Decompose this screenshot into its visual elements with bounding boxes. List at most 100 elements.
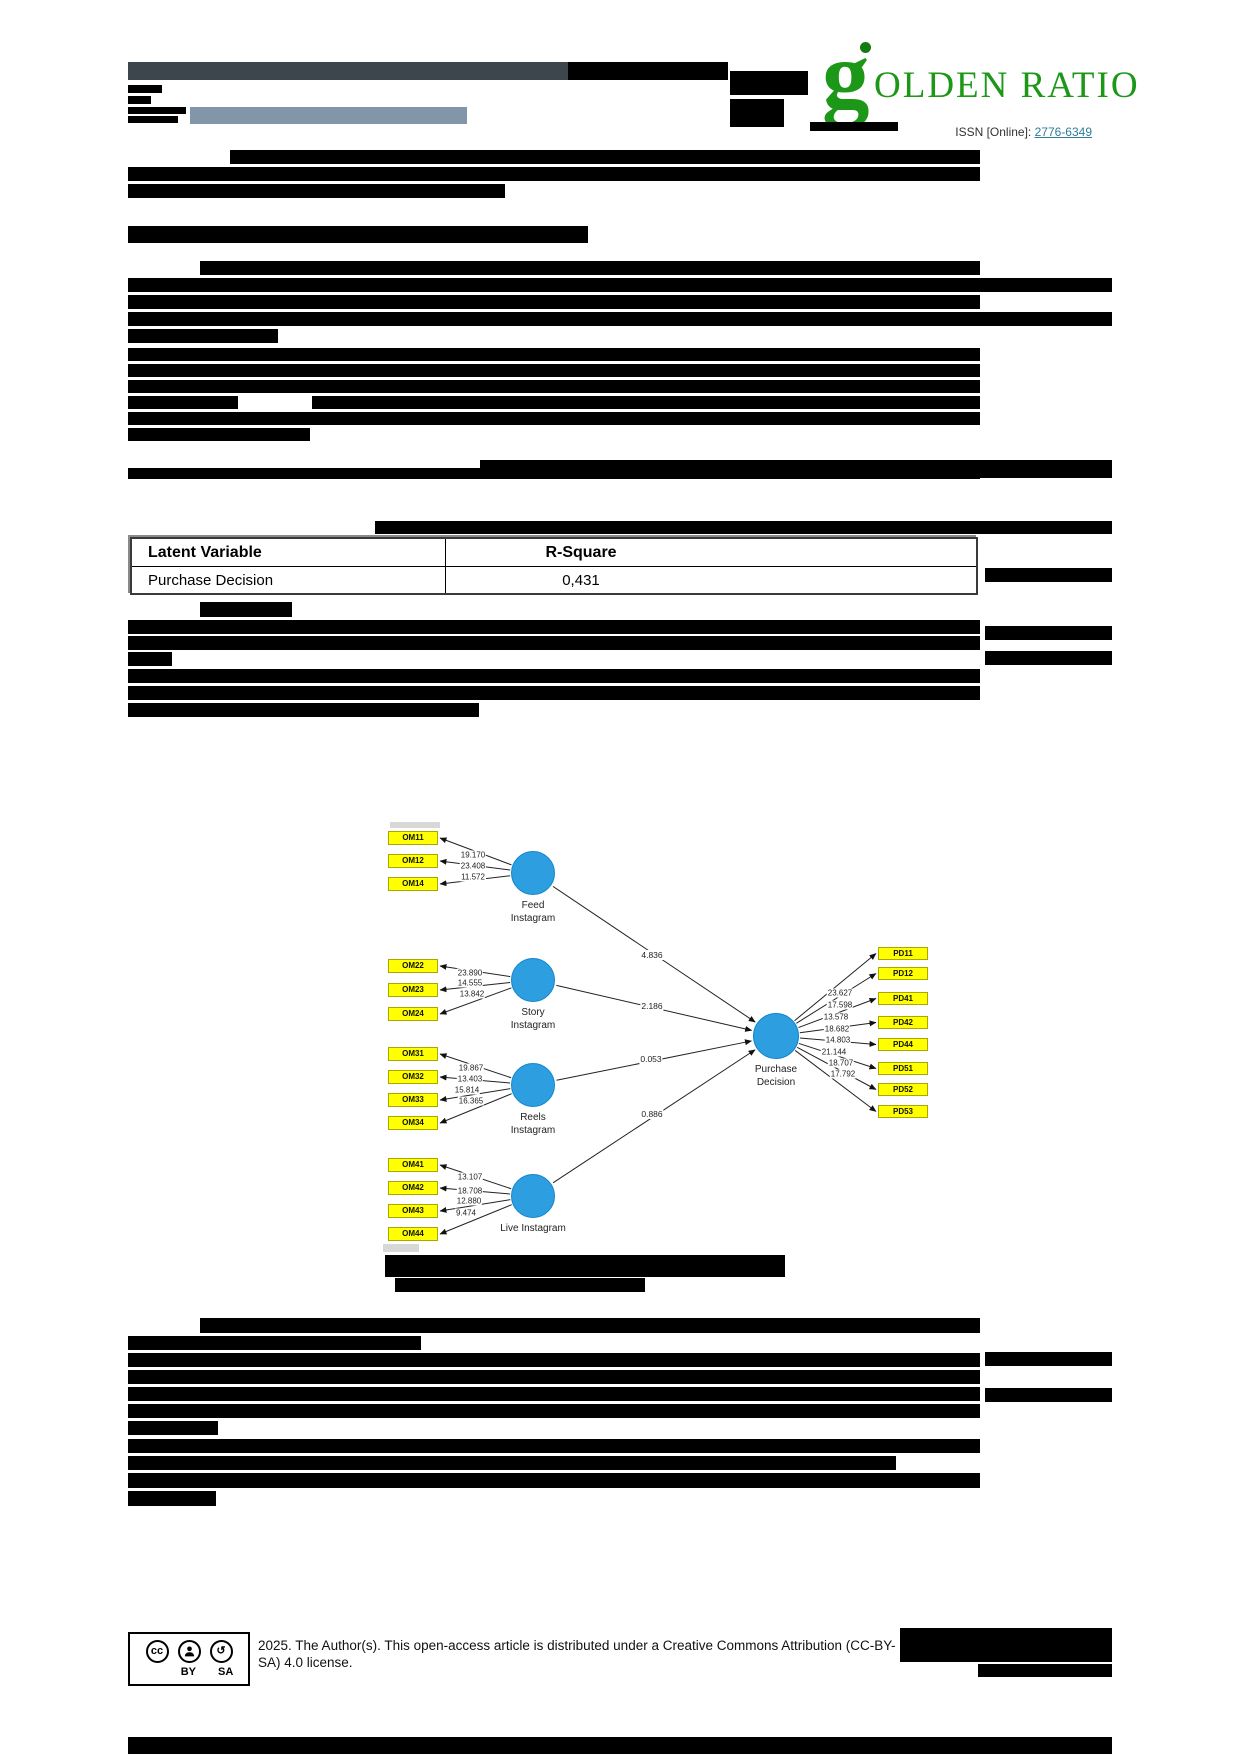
redaction-bar <box>978 1664 1112 1677</box>
path-arrow <box>439 1185 511 1195</box>
path-arrow <box>552 885 756 1023</box>
loading-value-PD51: 21.144 <box>820 1047 848 1057</box>
path-arrow <box>439 1164 512 1190</box>
table-header-row: Latent Variable R-Square <box>130 537 978 567</box>
path-arrow <box>439 987 512 1015</box>
indicator-box-PD51: PD51 <box>878 1062 928 1075</box>
redaction-bar <box>128 1353 980 1367</box>
redaction-bar <box>128 348 980 361</box>
path-arrow <box>798 1042 877 1070</box>
path-arrow <box>556 984 753 1032</box>
indicator-box-OM12: OM12 <box>388 854 438 868</box>
indicator-box-OM32: OM32 <box>388 1070 438 1084</box>
indicator-box-OM44: OM44 <box>388 1227 438 1241</box>
redaction-bar <box>395 1278 645 1292</box>
cc-icon: cc <box>145 1640 169 1663</box>
loading-value-PD11: 23.627 <box>826 988 854 998</box>
path-arrow <box>798 997 877 1029</box>
cc-license-badge[interactable]: cc ↺ BY SA <box>128 1632 250 1686</box>
path-arrow <box>799 1037 877 1047</box>
col-r-square: R-Square <box>445 537 978 567</box>
redaction-bar <box>985 626 1112 640</box>
loading-value-OM42: 18.708 <box>456 1186 484 1196</box>
indicator-box-OM22: OM22 <box>388 959 438 973</box>
indicator-box-PD11: PD11 <box>878 947 928 960</box>
loading-value-OM41: 13.107 <box>456 1172 484 1182</box>
path-arrow <box>794 953 877 1022</box>
redaction-bar <box>985 651 1112 665</box>
journal-logo-text: OLDEN RATIO <box>874 65 1140 106</box>
indicator-box-OM31: OM31 <box>388 1047 438 1061</box>
logo-leaf-icon <box>860 42 871 53</box>
indicator-box-OM41: OM41 <box>388 1158 438 1172</box>
redaction-bar <box>128 167 980 181</box>
redaction-bar <box>383 1244 419 1252</box>
redaction-bar <box>730 99 784 127</box>
redaction-bar <box>385 1255 785 1277</box>
redaction-bar <box>810 122 898 131</box>
outcome-circle-purchase <box>753 1013 799 1059</box>
path-arrow <box>439 1204 512 1235</box>
loading-value-OM33: 15.814 <box>453 1085 481 1095</box>
path-arrow <box>439 1074 511 1084</box>
indicator-box-OM24: OM24 <box>388 1007 438 1021</box>
path-arrow <box>439 964 511 978</box>
redaction-bar <box>128 1473 980 1488</box>
loading-value-OM24: 13.842 <box>458 989 486 999</box>
redaction-bar <box>900 1628 1112 1662</box>
loading-value-OM11: 19.170 <box>459 850 487 860</box>
redaction-bar <box>128 380 980 393</box>
by-person-icon <box>177 1640 201 1663</box>
loading-value-OM34: 16.365 <box>457 1096 485 1106</box>
path-arrow <box>439 981 511 993</box>
redaction-bar <box>128 396 238 409</box>
indicator-box-OM33: OM33 <box>388 1093 438 1107</box>
redaction-bar <box>128 1404 980 1418</box>
redaction-bar <box>128 686 980 700</box>
redaction-bar <box>200 602 292 617</box>
path-arrow <box>439 1199 511 1213</box>
redaction-bar <box>390 822 440 828</box>
redaction-bar <box>128 1421 218 1435</box>
sa-arrow-icon: ↺ <box>209 1640 233 1663</box>
redaction-bar <box>128 412 980 425</box>
redaction-bar <box>985 1352 1112 1366</box>
redaction-bar <box>568 62 728 80</box>
loading-value-OM32: 13.403 <box>456 1074 484 1084</box>
redaction-bar <box>128 1336 421 1350</box>
indicator-box-PD42: PD42 <box>878 1016 928 1029</box>
redaction-bar <box>128 1370 980 1384</box>
redaction-bar <box>128 329 278 343</box>
redaction-bar <box>230 150 980 164</box>
redaction-bar <box>200 1318 980 1333</box>
loading-value-OM12: 23.408 <box>459 861 487 871</box>
issn-link[interactable]: 2776-6349 <box>1034 125 1092 139</box>
redaction-bar <box>985 568 1112 582</box>
path-arrow <box>556 1039 752 1081</box>
redaction-bar <box>128 652 172 666</box>
redaction-bar <box>128 116 178 123</box>
path-arrow <box>439 1053 512 1079</box>
redaction-bar <box>128 703 479 717</box>
redaction-bar <box>128 278 1112 292</box>
path-arrow <box>799 1020 877 1034</box>
path-coefficient-reels: 0.053 <box>639 1054 663 1064</box>
issn-line: ISSN [Online]: 2776-6349 <box>830 125 1092 139</box>
loading-value-OM43: 12.880 <box>455 1196 483 1206</box>
issn-label: ISSN [Online]: <box>955 125 1035 139</box>
indicator-box-OM34: OM34 <box>388 1116 438 1130</box>
construct-circle-feed <box>511 851 555 895</box>
redaction-bar <box>128 62 568 80</box>
redaction-bar <box>375 521 1112 534</box>
indicator-box-PD52: PD52 <box>878 1083 928 1096</box>
path-coefficient-story: 2.186 <box>640 1001 664 1011</box>
r-square-table: Latent Variable R-Square Purchase Decisi… <box>130 537 978 595</box>
indicator-box-OM11: OM11 <box>388 831 438 845</box>
redaction-bar <box>128 312 1112 326</box>
path-arrow <box>439 1088 511 1102</box>
construct-circle-live <box>511 1174 555 1218</box>
cell-latent-variable: Purchase Decision <box>130 566 446 595</box>
